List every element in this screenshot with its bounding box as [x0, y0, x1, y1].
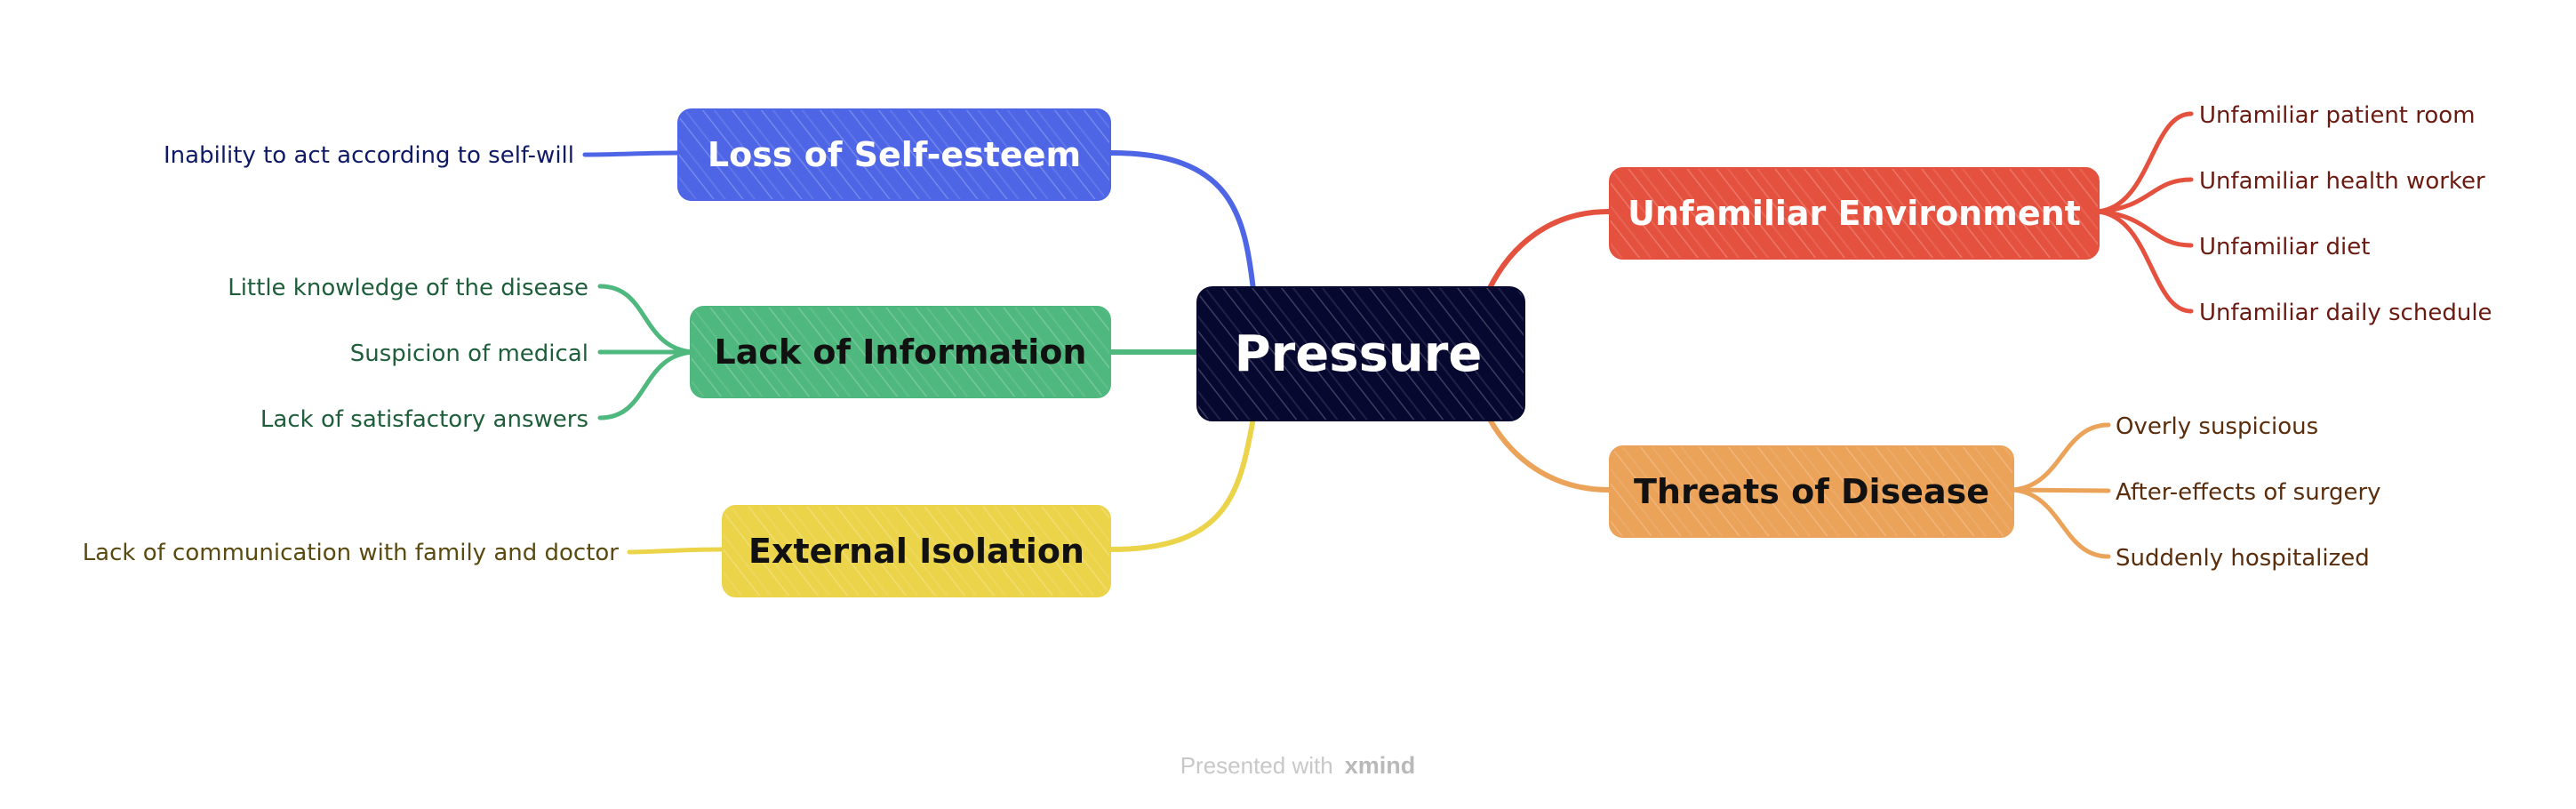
connector-threat-leaf-2: [2011, 487, 2111, 493]
topic-unfamiliar-environment[interactable]: Unfamiliar Environment: [1609, 167, 2100, 260]
connector-info-leaf-3: [597, 349, 694, 421]
topic-unfamiliar-environment-label: Unfamiliar Environment: [1628, 194, 2081, 233]
leaf-lack-of-communication[interactable]: Lack of communication with family and do…: [83, 540, 620, 566]
leaf-lack-of-satisfactory-answers[interactable]: Lack of satisfactory answers: [260, 406, 588, 433]
topic-lack-of-information-label: Lack of Information: [715, 332, 1087, 372]
leaf-unfamiliar-health-worker[interactable]: Unfamiliar health worker: [2199, 168, 2485, 195]
connector-loss-leaf-1: [582, 150, 682, 157]
leaf-suddenly-hospitalized[interactable]: Suddenly hospitalized: [2116, 545, 2370, 572]
leaf-inability-to-act[interactable]: Inability to act according to self-will: [164, 142, 574, 169]
topic-threats-of-disease[interactable]: Threats of Disease: [1609, 445, 2014, 538]
root-node-label: Pressure: [1235, 325, 1483, 383]
watermark: Presented with xmind: [1180, 752, 1416, 779]
leaf-after-effects-of-surgery[interactable]: After-effects of surgery: [2116, 479, 2381, 506]
connector-info-leaf-1: [597, 284, 694, 355]
root-node[interactable]: Pressure: [1196, 286, 1525, 421]
leaf-overly-suspicious[interactable]: Overly suspicious: [2116, 413, 2318, 440]
leaf-unfamiliar-patient-room[interactable]: Unfamiliar patient room: [2199, 102, 2476, 129]
connector-env-leaf-3: [2095, 209, 2194, 248]
topic-external-isolation[interactable]: External Isolation: [722, 505, 1111, 597]
connector-threat-leaf-3: [2011, 487, 2111, 559]
connector-root-loss-of-self-esteem: [1108, 150, 1256, 292]
topic-threats-of-disease-label: Threats of Disease: [1634, 472, 1989, 511]
watermark-prefix: Presented with: [1180, 752, 1333, 779]
leaf-unfamiliar-daily-schedule[interactable]: Unfamiliar daily schedule: [2199, 300, 2492, 326]
leaf-unfamiliar-diet[interactable]: Unfamiliar diet: [2199, 234, 2370, 260]
connector-env-leaf-1: [2095, 111, 2194, 214]
leaf-little-knowledge[interactable]: Little knowledge of the disease: [228, 275, 588, 301]
connector-env-leaf-4: [2095, 209, 2194, 314]
connector-root-threats-of-disease: [1486, 415, 1612, 493]
topic-lack-of-information[interactable]: Lack of Information: [690, 306, 1111, 398]
leaf-suspicion-of-medical[interactable]: Suspicion of medical: [350, 340, 588, 367]
connector-threat-leaf-1: [2011, 422, 2111, 493]
connector-root-unfamiliar-environment: [1486, 209, 1612, 292]
topic-loss-of-self-esteem-label: Loss of Self-esteem: [708, 135, 1081, 174]
connector-root-external-isolation: [1108, 415, 1256, 552]
topic-external-isolation-label: External Isolation: [748, 532, 1084, 571]
topic-loss-of-self-esteem[interactable]: Loss of Self-esteem: [677, 108, 1111, 201]
connector-env-leaf-2: [2095, 177, 2194, 214]
watermark-brand: xmind: [1345, 752, 1416, 779]
connector-isolation-leaf-1: [627, 547, 726, 555]
